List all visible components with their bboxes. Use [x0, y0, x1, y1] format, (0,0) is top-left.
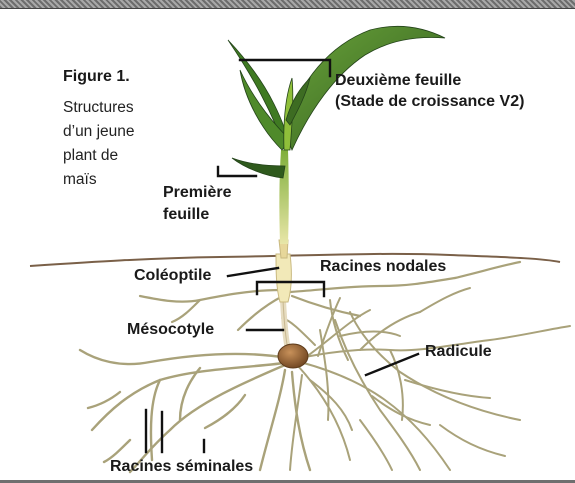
seminal-roots: [80, 350, 310, 472]
label-first-leaf-line2: feuille: [163, 206, 232, 224]
coleoptile-sheath: [276, 254, 291, 302]
figure-caption: Structures d’un jeune plant de maïs: [63, 96, 138, 192]
label-seminal-roots: Racines séminales: [110, 458, 253, 476]
label-first-leaf: Première feuille: [163, 184, 232, 223]
label-second-leaf-line2: (Stade de croissance V2): [335, 93, 524, 111]
label-coleoptile: Coléoptile: [134, 267, 211, 285]
label-nodal-roots: Racines nodales: [320, 258, 446, 276]
seed-kernel: [278, 344, 308, 368]
label-mesocotyl: Mésocotyle: [127, 321, 214, 339]
label-first-leaf-line1: Première: [163, 184, 232, 202]
figure-title: Figure 1.: [63, 68, 130, 86]
leader-radicle: [366, 354, 418, 375]
label-second-leaf: Deuxième feuille (Stade de croissance V2…: [335, 72, 524, 110]
leader-coleoptile: [228, 268, 278, 276]
plant-stem: [279, 150, 288, 244]
label-radicle: Radicule: [425, 343, 492, 361]
label-second-leaf-line1: Deuxième feuille: [335, 72, 524, 90]
radicle-roots: [282, 288, 570, 470]
soil-surface-line: [30, 254, 560, 266]
